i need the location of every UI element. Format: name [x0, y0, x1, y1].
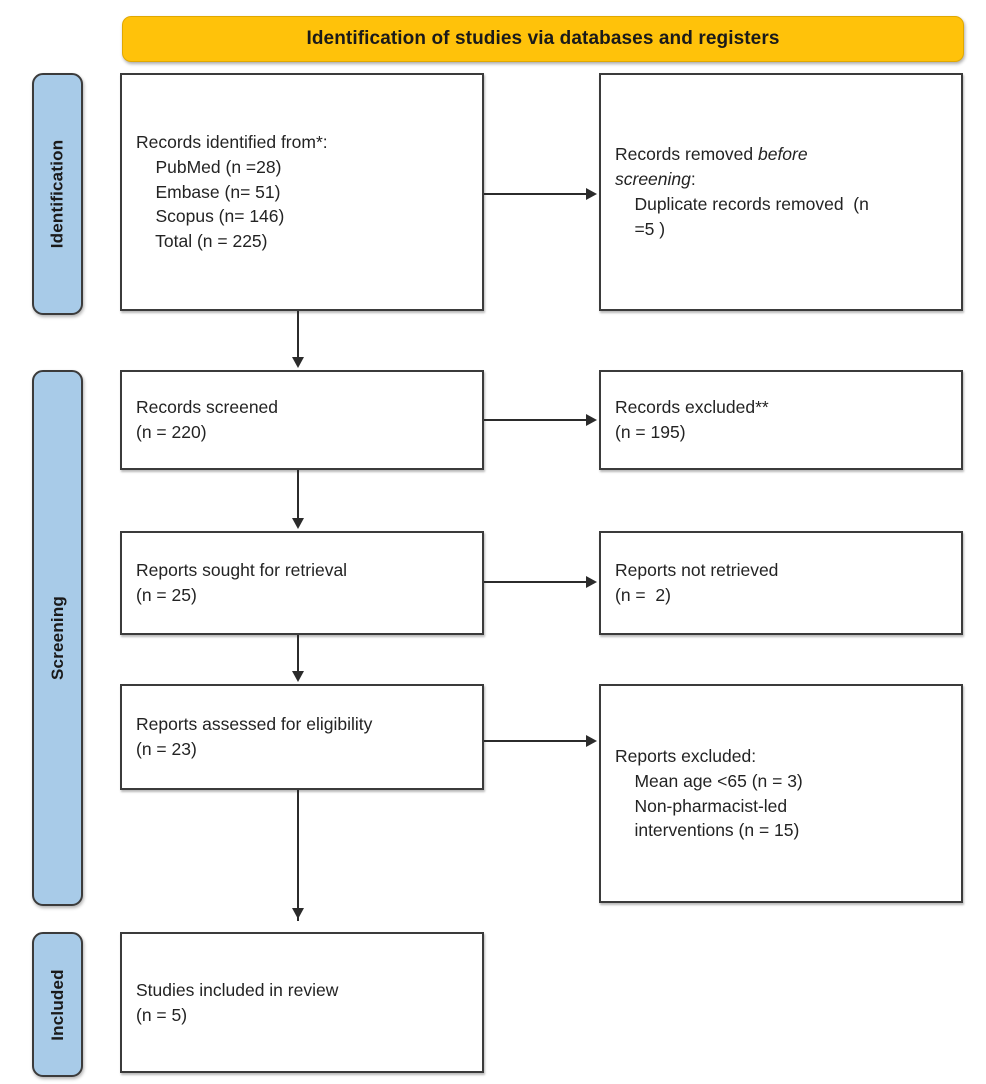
records-removed-line-duplicate: Duplicate records removed (n — [615, 194, 869, 214]
reports-assessed-line-1: Reports assessed for eligibility — [136, 714, 373, 735]
box-records-identified-body: Records identified from*: PubMed (n =28)… — [122, 130, 482, 254]
records-identified-line-1: Records identified from*: — [136, 131, 328, 152]
box-records-excluded-body: Records excluded** (n = 195) — [601, 395, 961, 445]
records-removed-text-a: Records removed — [615, 144, 758, 165]
connector-assessed-to-included — [297, 790, 299, 921]
arrow-right-icon-2 — [586, 414, 597, 426]
reports-excluded-line-nonpharm: Non-pharmacist-led — [615, 795, 788, 816]
box-reports-sought: Reports sought for retrieval (n = 25) — [120, 531, 484, 635]
box-records-identified: Records identified from*: PubMed (n =28)… — [120, 73, 484, 311]
reports-excluded-line-interventions: interventions (n = 15) — [615, 820, 800, 841]
stage-label-screening: Screening — [32, 370, 83, 906]
connector-screened-to-sought — [297, 470, 299, 520]
box-reports-excluded: Reports excluded: Mean age <65 (n = 3) N… — [599, 684, 963, 903]
reports-assessed-line-2: (n = 23) — [136, 739, 197, 759]
arrow-right-icon-3 — [586, 576, 597, 588]
diagram-title: Identification of studies via databases … — [306, 28, 780, 49]
reports-not-retrieved-line-1: Reports not retrieved — [615, 560, 779, 581]
reports-not-retrieved-line-2: (n = 2) — [615, 585, 671, 605]
connector-screened-to-excluded — [484, 419, 588, 421]
records-excluded-line-1: Records excluded** — [615, 397, 769, 418]
box-records-excluded: Records excluded** (n = 195) — [599, 370, 963, 470]
stage-label-screening-text: Screening — [47, 596, 67, 680]
box-reports-not-retrieved-body: Reports not retrieved (n = 2) — [601, 558, 961, 608]
studies-included-line-2: (n = 5) — [136, 1004, 188, 1025]
box-reports-not-retrieved: Reports not retrieved (n = 2) — [599, 531, 963, 635]
records-identified-line-pubmed: PubMed (n =28) — [136, 156, 282, 177]
records-removed-line-2: screening: — [615, 167, 947, 192]
box-records-removed: Records removed before screening: Duplic… — [599, 73, 963, 311]
box-reports-assessed: Reports assessed for eligibility (n = 23… — [120, 684, 484, 790]
arrow-down-icon-1 — [292, 357, 304, 368]
records-removed-line-1: Records removed before — [615, 142, 947, 167]
diagram-header-banner: Identification of studies via databases … — [122, 16, 964, 62]
arrow-right-icon-1 — [586, 188, 597, 200]
records-identified-line-scopus: Scopus (n= 146) — [136, 206, 285, 227]
reports-sought-line-2: (n = 25) — [136, 585, 197, 605]
connector-sought-to-not-retrieved — [484, 581, 588, 583]
records-removed-text-before: before — [757, 144, 808, 165]
arrow-down-icon-3 — [292, 671, 304, 682]
box-records-screened: Records screened (n = 220) — [120, 370, 484, 470]
box-records-screened-body: Records screened (n = 220) — [122, 395, 482, 445]
connector-identified-to-screened — [297, 311, 299, 359]
box-studies-included-body: Studies included in review (n = 5) — [122, 978, 482, 1028]
records-removed-text-screening: screening — [615, 169, 691, 190]
box-reports-excluded-body: Reports excluded: Mean age <65 (n = 3) N… — [601, 744, 961, 843]
records-removed-line-count: =5 ) — [615, 218, 666, 239]
box-reports-sought-body: Reports sought for retrieval (n = 25) — [122, 558, 482, 608]
box-reports-assessed-body: Reports assessed for eligibility (n = 23… — [122, 712, 482, 762]
records-excluded-line-2: (n = 195) — [615, 422, 686, 442]
connector-sought-to-assessed — [297, 635, 299, 673]
connector-assessed-to-excluded-reports — [484, 740, 588, 742]
studies-included-line-1: Studies included in review — [136, 979, 339, 1000]
arrow-down-icon-4 — [292, 908, 304, 919]
connector-identified-to-removed — [484, 193, 588, 195]
stage-label-identification-text: Identification — [47, 139, 67, 249]
reports-excluded-line-1: Reports excluded: — [615, 745, 757, 766]
stage-label-identification: Identification — [32, 73, 83, 315]
records-screened-line-2: (n = 220) — [136, 422, 207, 442]
stage-label-included: Included — [32, 932, 83, 1077]
records-identified-line-total: Total (n = 225) — [136, 231, 268, 252]
reports-sought-line-1: Reports sought for retrieval — [136, 560, 348, 581]
arrow-right-icon-4 — [586, 735, 597, 747]
reports-excluded-line-mean-age: Mean age <65 (n = 3) — [615, 770, 803, 791]
box-studies-included: Studies included in review (n = 5) — [120, 932, 484, 1073]
box-records-removed-body: Records removed before screening: Duplic… — [601, 142, 961, 241]
records-screened-line-1: Records screened — [136, 397, 279, 418]
arrow-down-icon-2 — [292, 518, 304, 529]
records-removed-text-colon: : — [690, 169, 696, 190]
records-identified-line-embase: Embase (n= 51) — [136, 181, 281, 202]
stage-label-included-text: Included — [47, 968, 67, 1041]
